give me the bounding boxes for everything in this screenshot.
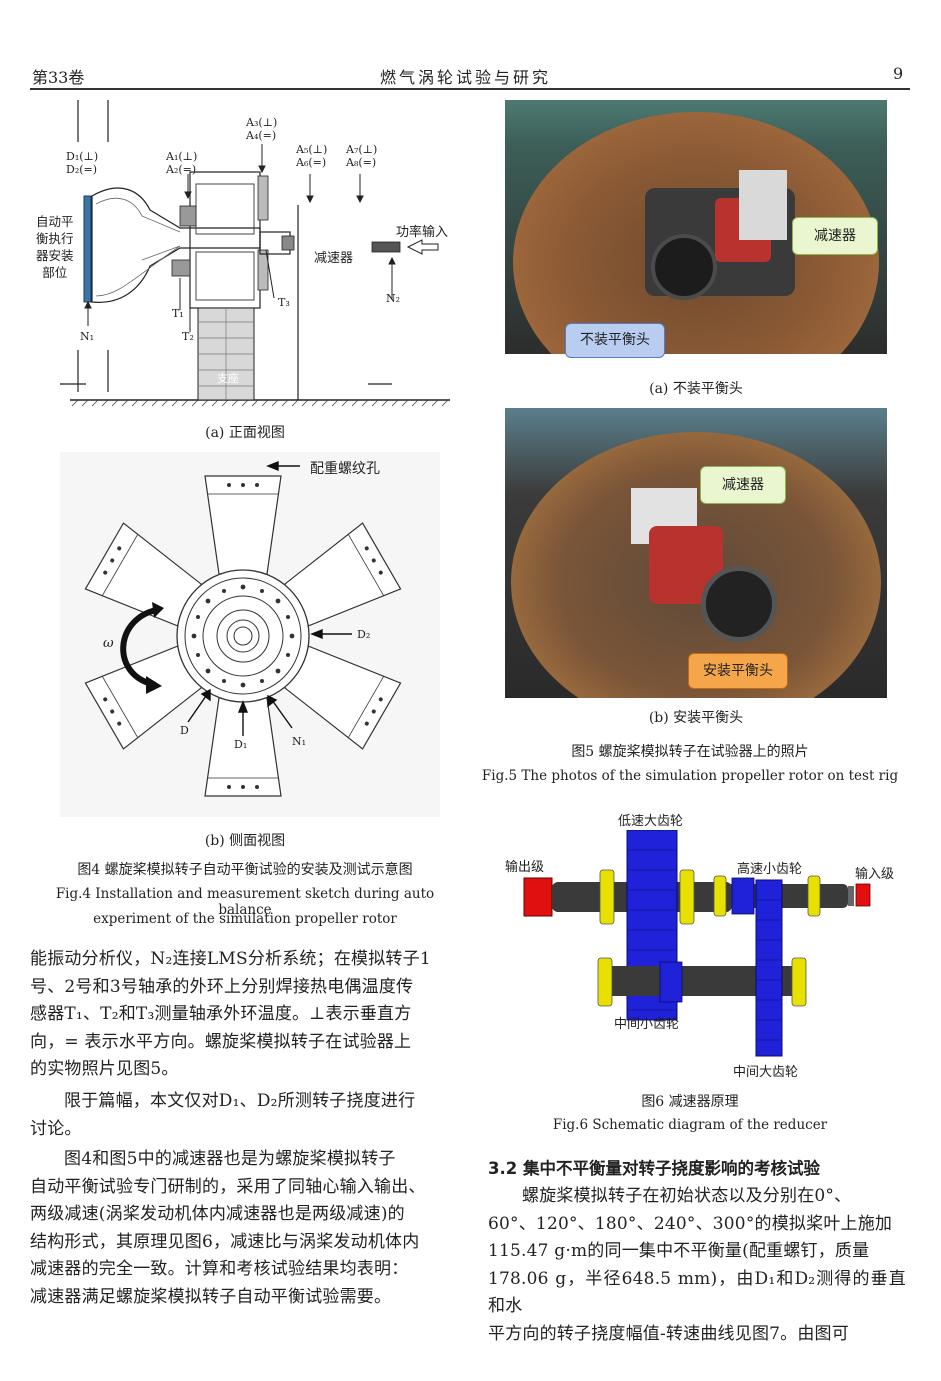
section-title: 3.2 集中不平衡量对转子挠度影响的考核试验 bbox=[488, 1159, 820, 1178]
fig4a-label-d1: D₁(⊥)D₂(=) bbox=[66, 150, 99, 176]
fig6-caption-en: Fig.6 Schematic diagram of the reducer bbox=[552, 1117, 828, 1133]
fig6-label-output: 输出级 bbox=[505, 860, 545, 875]
fig4b-label-d: D bbox=[180, 724, 189, 737]
fig4a-label-t3: T₃ bbox=[278, 296, 290, 309]
fig5a-white-reducer bbox=[739, 170, 787, 240]
fig6-reducer-diagram bbox=[523, 830, 871, 1057]
fig6-label-high-small-gear: 高速小齿轮 bbox=[737, 862, 803, 877]
fig4a-label-a3a4: A₃(⊥)A₄(=) bbox=[246, 116, 278, 142]
fig5b-callout-reducer: 减速器 bbox=[700, 466, 786, 504]
fig6-label-low-big-gear: 低速大齿轮 bbox=[618, 814, 684, 829]
fig6-label-input: 输入级 bbox=[855, 867, 895, 882]
fig5b-caption: (b) 安装平衡头 bbox=[648, 710, 744, 726]
left-paragraph-1: 能振动分析仪，N₂连接LMS分析系统；在模拟转子1 号、2号和3号轴承的外环上分… bbox=[30, 949, 431, 1079]
fig4a-front-view-diagram bbox=[60, 100, 450, 407]
fig4a-label-t2: T₂ bbox=[182, 330, 194, 343]
fig4-caption-en-1: Fig.4 Installation and measurement sketc… bbox=[55, 886, 435, 918]
fig5a-callout-head: 不装平衡头 bbox=[565, 323, 665, 358]
fig4b-side-view-diagram bbox=[60, 452, 440, 817]
fig4a-label-a1a2: A₁(⊥)A₂(=) bbox=[166, 150, 198, 176]
fig4a-label-n1: N₁ bbox=[80, 330, 95, 343]
fig4a-label-n2: N₂ bbox=[386, 292, 401, 305]
left-paragraph-2: 限于篇幅，本文仅对D₁、D₂所测转子挠度进行 讨论。 bbox=[30, 1091, 416, 1139]
fig5a-hub bbox=[651, 234, 717, 300]
fig5b-callout-head: 安装平衡头 bbox=[688, 653, 788, 689]
fig4a-label-support: 支座 bbox=[217, 372, 239, 385]
fig5a-caption: (a) 不装平衡头 bbox=[649, 381, 743, 397]
volume-label: 第33卷 bbox=[32, 68, 85, 87]
fig4a-label-a7a8: A₇(⊥)A₈(=) bbox=[346, 143, 378, 169]
fig5-caption-cn: 图5 螺旋桨模拟转子在试验器上的照片 bbox=[571, 744, 809, 760]
fig4a-label-power: 功率输入 bbox=[396, 225, 449, 240]
fig4-caption-cn: 图4 螺旋桨模拟转子自动平衡试验的安装及测试示意图 bbox=[77, 862, 413, 878]
fig5a-callout-reducer: 减速器 bbox=[792, 217, 878, 255]
fig6-label-mid-big-gear: 中间大齿轮 bbox=[733, 1065, 799, 1080]
fig4a-label-reducer: 减速器 bbox=[314, 251, 354, 266]
fig4b-label-n1: N₁ bbox=[292, 735, 307, 748]
right-paragraph: 螺旋桨模拟转子在初始状态以及分别在0°、 60°、120°、180°、240°、… bbox=[488, 1186, 906, 1344]
fig6-label-mid-small-gear: 中间小齿轮 bbox=[614, 1017, 680, 1032]
fig4b-caption: (b) 侧面视图 bbox=[204, 833, 286, 849]
fig4b-label-d2: D₂ bbox=[357, 628, 371, 641]
fig5b-balance-head bbox=[701, 566, 777, 642]
fig4b-label-omega: ω bbox=[103, 636, 114, 651]
fig4b-label-d1: D₁ bbox=[234, 738, 248, 751]
fig4b-label-hole: 配重螺纹孔 bbox=[310, 461, 380, 477]
fig5a-photo bbox=[505, 100, 887, 354]
fig4-caption-en-2: experiment of the simulation propeller r… bbox=[93, 911, 397, 927]
fig4a-label-t1: T₁ bbox=[172, 307, 184, 320]
left-paragraph-3: 图4和图5中的减速器也是为螺旋桨模拟转子 自动平衡试验专门研制的，采用了同轴心输… bbox=[30, 1149, 426, 1307]
fig5-caption-en: Fig.5 The photos of the simulation prope… bbox=[481, 768, 899, 784]
fig4a-caption: (a) 正面视图 bbox=[205, 425, 285, 441]
fig4a-label-actuator: 自动平衡执行器安装部位 bbox=[36, 214, 74, 280]
fig6-caption-cn: 图6 减速器原理 bbox=[641, 1094, 739, 1110]
fig4a-label-a5a6: A₅(⊥)A₆(=) bbox=[296, 143, 328, 169]
page-number: 9 bbox=[893, 64, 904, 83]
header-rule bbox=[30, 88, 910, 90]
journal-title: 燃气涡轮试验与研究 bbox=[380, 68, 552, 87]
